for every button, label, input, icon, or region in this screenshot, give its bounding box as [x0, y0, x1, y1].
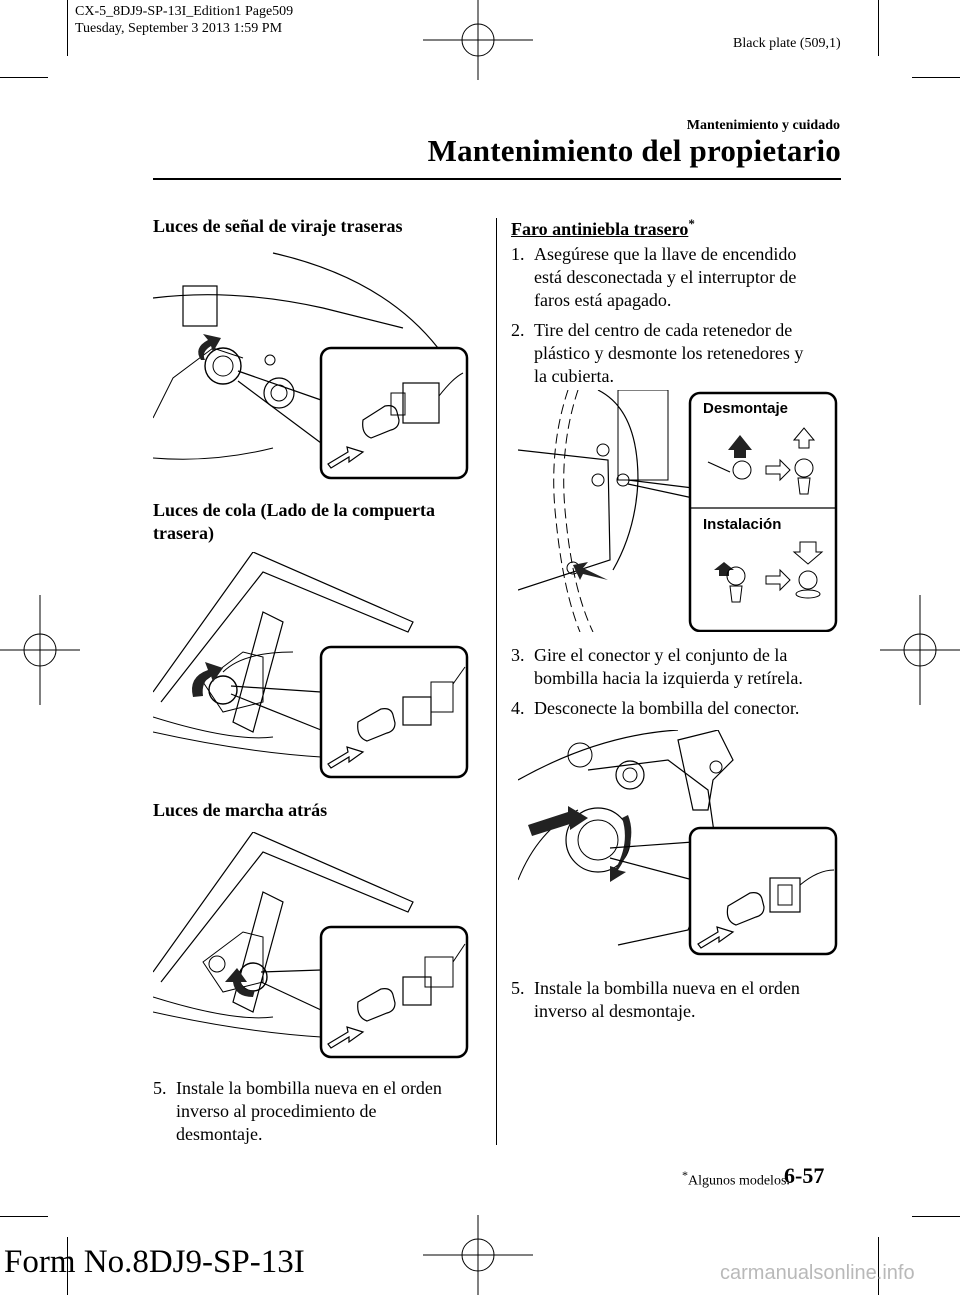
crop-mark [912, 77, 960, 78]
page-number: 6-57 [784, 1163, 825, 1188]
header-rule [153, 178, 841, 180]
label-install: Instalación [703, 516, 782, 533]
step-text-line: Asegúrese que la llave de encendido [534, 244, 797, 264]
crop-mark [0, 1216, 48, 1217]
step-text-line: Instale la bombilla nueva en el orden [176, 1078, 442, 1098]
crop-mark [67, 0, 68, 56]
crop-mark [912, 1216, 960, 1217]
step-number: 2. [511, 320, 525, 340]
step-number: 3. [511, 645, 525, 665]
figure-rear-turn-signal [153, 252, 469, 480]
step-text-line: la cubierta. [534, 366, 614, 386]
crop-mark [878, 0, 879, 56]
right-step-2: 2. Tire del centro de cada retenedor de … [511, 319, 841, 388]
slug-line-2: Tuesday, September 3 2013 1:59 PM [75, 21, 283, 36]
heading-rear-turn-signal: Luces de señal de viraje traseras [153, 216, 403, 236]
print-slug: CX-5_8DJ9-SP-13I_Edition1 Page509 Tuesda… [75, 3, 293, 37]
crop-mark [878, 1237, 879, 1295]
registration-mark [880, 595, 960, 705]
registration-mark [423, 1215, 533, 1295]
left-step-5: 5. Instale la bombilla nueva en el orden… [153, 1077, 483, 1146]
step-number: 5. [153, 1078, 167, 1098]
asterisk-mark: * [682, 1168, 688, 1182]
heading-tail-lights-line-2: trasera) [153, 523, 214, 543]
footnote-text: Algunos modelos. [688, 1173, 790, 1189]
section-title: Mantenimiento del propietario [427, 133, 841, 168]
retainer-drawing [518, 390, 838, 632]
step-number: 5. [511, 978, 525, 998]
heading-rear-fog-light: Faro antiniebla trasero* [511, 216, 695, 240]
right-step-4: 4. Desconecte la bombilla del conector. [511, 697, 841, 720]
step-text-line: bombilla hacia la izquierda y retírela. [534, 668, 803, 688]
step-text-line: Desconecte la bombilla del conector. [534, 698, 800, 718]
crop-mark [0, 77, 48, 78]
heading-text: Faro antiniebla trasero [511, 219, 689, 239]
figure-tail-lights [153, 552, 469, 779]
registration-mark [0, 595, 80, 705]
heading-tail-lights: Luces de cola (Lado de la compuerta tras… [153, 499, 435, 545]
step-text-line: plástico y desmonte los retenedores y [534, 343, 804, 363]
registration-mark [423, 0, 533, 80]
step-text-line: faros está apagado. [534, 290, 672, 310]
section-category: Mantenimiento y cuidado [686, 118, 840, 133]
slug-line-1: CX-5_8DJ9-SP-13I_Edition1 Page509 [75, 4, 294, 19]
step-text-line: inverso al desmontaje. [534, 1001, 696, 1021]
step-text-line: Gire el conector y el conjunto de la [534, 645, 788, 665]
footnote: *Algunos modelos. [682, 1168, 790, 1190]
asterisk-mark: * [688, 216, 695, 231]
crop-mark [67, 1237, 68, 1295]
heading-tail-lights-line-1: Luces de cola (Lado de la compuerta [153, 500, 435, 520]
figure-reverse-lights [153, 832, 469, 1059]
step-number: 4. [511, 698, 525, 718]
figure-fog-light [518, 730, 838, 956]
step-number: 1. [511, 244, 525, 264]
right-step-3: 3. Gire el conector y el conjunto de la … [511, 644, 841, 690]
step-text-line: inverso al procedimiento de [176, 1101, 377, 1121]
right-step-5: 5. Instale la bombilla nueva en el orden… [511, 977, 841, 1023]
heading-reverse-lights: Luces de marcha atrás [153, 800, 328, 820]
step-text-line: Tire del centro de cada retenedor de [534, 320, 793, 340]
watermark: carmanualsonline.info [720, 1262, 915, 1284]
label-removal: Desmontaje [703, 400, 789, 417]
figure-retainer: Desmontaje Instalación [518, 390, 838, 632]
right-step-1: 1. Asegúrese que la llave de encendido e… [511, 243, 841, 312]
form-number: Form No.8DJ9-SP-13I [4, 1244, 305, 1280]
step-text-line: desmontaje. [176, 1124, 263, 1144]
plate-label: Black plate (509,1) [733, 36, 841, 51]
step-text-line: está desconectada y el interruptor de [534, 267, 797, 287]
column-divider [496, 218, 497, 1145]
step-text-line: Instale la bombilla nueva en el orden [534, 978, 800, 998]
